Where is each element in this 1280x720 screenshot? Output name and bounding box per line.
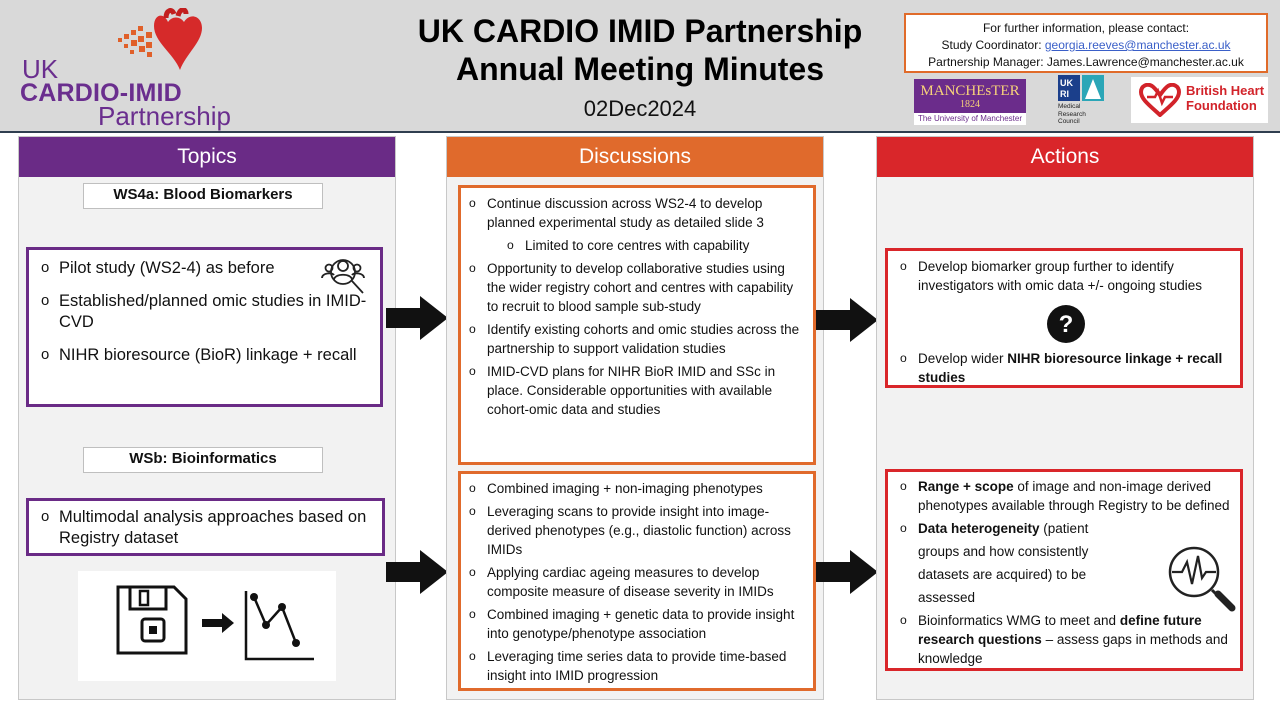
coordinator-line: Study Coordinator: georgia.reeves@manche… bbox=[906, 37, 1266, 54]
list-item: NIHR bioresource (BioR) linkage + recall bbox=[39, 345, 372, 366]
coordinator-label: Study Coordinator: bbox=[941, 38, 1045, 52]
cardio-imid-logo: UK CARDIO-IMID Partnership bbox=[18, 8, 248, 131]
action-text-bold: Range + scope bbox=[918, 479, 1014, 494]
arrow-right-icon bbox=[816, 550, 878, 594]
bhf-line1: British Heart bbox=[1186, 83, 1265, 98]
manager-line: Partnership Manager: James.Lawrence@manc… bbox=[906, 54, 1266, 71]
contact-box: For further information, please contact:… bbox=[904, 13, 1268, 73]
manager-email: James.Lawrence@manchester.ac.uk bbox=[1046, 55, 1244, 69]
university-of-manchester-logo: MANCHEsTER 1824 The University of Manche… bbox=[914, 79, 1026, 125]
list-item: Develop wider NIHR bioresource linkage +… bbox=[898, 349, 1232, 387]
list-item: Applying cardiac ageing measures to deve… bbox=[467, 563, 803, 601]
bhf-logo: British Heart Foundation bbox=[1131, 77, 1268, 123]
list-item: Pilot study (WS2-4) as before bbox=[39, 258, 372, 279]
list-item: Established/planned omic studies in IMID… bbox=[39, 291, 372, 333]
topics-column: Topics WS4a: Blood Biomarkers Pilot stud… bbox=[18, 136, 396, 700]
data-to-graph-illustration bbox=[78, 571, 336, 681]
action-box-bioinformatics: Range + scope of image and non-image der… bbox=[885, 469, 1243, 671]
list-item: Multimodal analysis approaches based on … bbox=[39, 507, 374, 549]
meeting-date: 02Dec2024 bbox=[583, 96, 697, 121]
page-title: UK CARDIO IMID Partnership bbox=[417, 13, 863, 49]
action-text: Develop wider bbox=[918, 351, 1008, 366]
list-item: Bioinformatics WMG to meet and define fu… bbox=[898, 611, 1232, 668]
mrc-logo: UK RI Medical Research Council bbox=[1058, 75, 1118, 127]
logo-line-uk: UK bbox=[22, 54, 59, 84]
action-text: – assess gaps in methods and knowledge bbox=[918, 632, 1228, 666]
action-text-bold: define future research questions bbox=[918, 613, 1202, 647]
action-box-biomarkers: Develop biomarker group further to ident… bbox=[885, 248, 1243, 388]
mrc-line1: Medical bbox=[1058, 103, 1081, 110]
logo-line-partnership: Partnership bbox=[98, 101, 231, 131]
action-text: (patient groups and how consistently dat… bbox=[918, 521, 1089, 605]
action-text: of image and non-image derived phenotype… bbox=[918, 479, 1230, 513]
header: UK CARDIO-IMID Partnership UK CARDIO IMI… bbox=[0, 0, 1280, 133]
mrc-logo-text: Medical Research Council bbox=[1058, 103, 1086, 126]
action-list-bioinformatics: Range + scope of image and non-image der… bbox=[898, 477, 1232, 668]
bhf-text: British Heart Foundation bbox=[1186, 83, 1264, 113]
action-list-biomarkers: Develop biomarker group further to ident… bbox=[898, 257, 1232, 387]
question-mark-icon: ? bbox=[1047, 305, 1085, 343]
mrc-line3: Council bbox=[1058, 118, 1080, 125]
arrow-right-icon bbox=[386, 550, 448, 594]
svg-text:UK: UK bbox=[1060, 78, 1073, 88]
wsb-label: WSb: Bioinformatics bbox=[83, 447, 323, 473]
ws4a-topics-box: Pilot study (WS2-4) as before Establishe… bbox=[26, 247, 383, 407]
wsb-topics-box: Multimodal analysis approaches based on … bbox=[26, 498, 385, 556]
list-item: Combined imaging + genetic data to provi… bbox=[467, 605, 803, 643]
list-item: Combined imaging + non-imaging phenotype… bbox=[467, 479, 803, 498]
discussion-box-bioinformatics: Combined imaging + non-imaging phenotype… bbox=[458, 471, 816, 691]
wsb-topics-list: Multimodal analysis approaches based on … bbox=[39, 507, 374, 549]
line-graph-icon bbox=[244, 591, 314, 661]
list-item: Leveraging time series data to provide t… bbox=[467, 647, 803, 685]
arrow-right-icon bbox=[816, 298, 878, 342]
heartbeat-search-icon bbox=[1168, 546, 1236, 612]
mrc-mark-icon: UK RI bbox=[1058, 75, 1104, 101]
list-item: Continue discussion across WS2-4 to deve… bbox=[467, 194, 803, 232]
floppy-disk-icon bbox=[116, 585, 188, 655]
mrc-line2: Research bbox=[1058, 110, 1086, 118]
people-search-icon bbox=[321, 259, 365, 294]
discussions-heading: Discussions bbox=[447, 137, 823, 177]
manchester-logo-name: MANCHEsTER bbox=[920, 83, 1020, 99]
list-item: Range + scope of image and non-image der… bbox=[898, 477, 1232, 515]
action-text-bold: Data heterogeneity bbox=[918, 521, 1040, 536]
action-text: Bioinformatics WMG to meet and bbox=[918, 613, 1120, 628]
list-item: IMID-CVD plans for NIHR BioR IMID and SS… bbox=[467, 362, 803, 419]
list-item: Limited to core centres with capability bbox=[467, 236, 803, 255]
page-subtitle: Annual Meeting Minutes bbox=[456, 51, 824, 87]
list-item: Develop biomarker group further to ident… bbox=[898, 257, 1232, 295]
ws4a-topics-list: Pilot study (WS2-4) as before Establishe… bbox=[39, 258, 372, 366]
manchester-logo-year: 1824 bbox=[960, 99, 980, 110]
list-item: Identify existing cohorts and omic studi… bbox=[467, 320, 803, 358]
actions-column: Actions Develop biomarker group further … bbox=[876, 136, 1254, 700]
arrow-right-icon bbox=[202, 613, 234, 633]
list-item: Leveraging scans to provide insight into… bbox=[467, 502, 803, 559]
ws4a-label: WS4a: Blood Biomarkers bbox=[83, 183, 323, 209]
manchester-logo-sub: The University of Manchester bbox=[914, 113, 1026, 125]
svg-text:?: ? bbox=[1059, 311, 1074, 338]
arrow-right-icon bbox=[386, 296, 448, 340]
coordinator-email-link[interactable]: georgia.reeves@manchester.ac.uk bbox=[1044, 38, 1231, 52]
discussions-column: Discussions Continue discussion across W… bbox=[446, 136, 824, 700]
title-block: UK CARDIO IMID Partnership Annual Meetin… bbox=[390, 12, 890, 122]
heart-logo-icon bbox=[118, 8, 202, 70]
action-text-bold: NIHR bioresource linkage + recall studie… bbox=[918, 351, 1223, 385]
list-item: Opportunity to develop collaborative stu… bbox=[467, 259, 803, 316]
discussion-box-biomarkers: Continue discussion across WS2-4 to deve… bbox=[458, 185, 816, 465]
bhf-heart-icon bbox=[1139, 83, 1181, 117]
manager-label: Partnership Manager: bbox=[928, 55, 1047, 69]
discussion-list-biomarkers: Continue discussion across WS2-4 to deve… bbox=[467, 194, 803, 419]
list-item: Data heterogeneity (patient groups and h… bbox=[898, 517, 1232, 609]
bhf-line2: Foundation bbox=[1186, 98, 1257, 113]
svg-text:RI: RI bbox=[1060, 89, 1069, 99]
contact-intro: For further information, please contact: bbox=[982, 21, 1190, 35]
actions-heading: Actions bbox=[877, 137, 1253, 177]
topics-heading: Topics bbox=[19, 137, 395, 177]
logo-line-name: CARDIO-IMID bbox=[20, 79, 182, 107]
discussion-list-bioinformatics: Combined imaging + non-imaging phenotype… bbox=[467, 479, 803, 685]
